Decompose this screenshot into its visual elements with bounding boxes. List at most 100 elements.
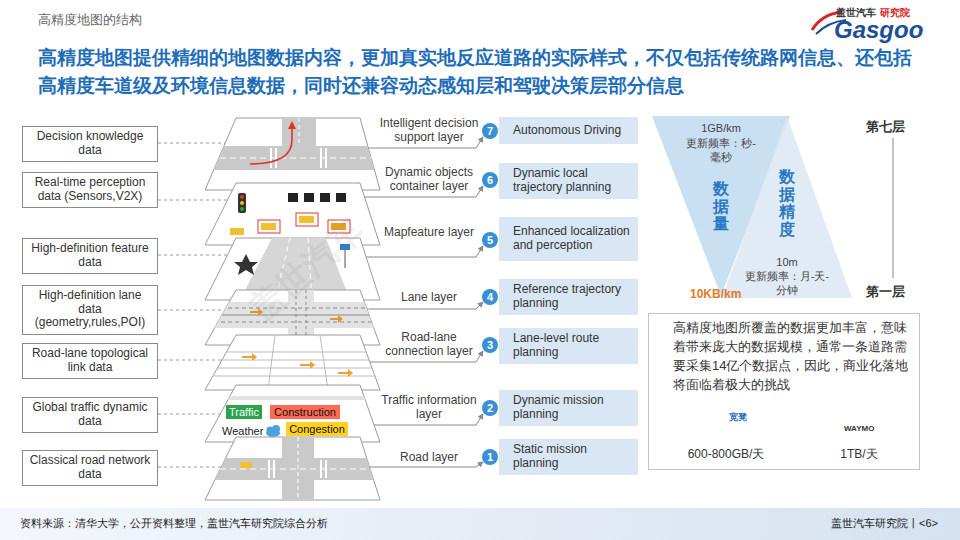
layer-plane-1-part-part xyxy=(298,437,299,500)
leader-lines xyxy=(158,143,227,467)
layer-plane-6-part-part xyxy=(238,193,246,213)
layer-plane-3 xyxy=(200,335,390,390)
node-text: 4 xyxy=(487,292,493,303)
layer-plane-6-part-part xyxy=(320,193,330,202)
layer-name: Mapfeature layer xyxy=(376,226,482,240)
layer-arrows-part xyxy=(366,246,483,257)
node-text: Road-lane topological link data xyxy=(28,347,152,375)
data-box: Decision knowledge data xyxy=(22,126,158,162)
slide-title: 高精度地图的结构 xyxy=(38,11,142,29)
layer-plane-7-part xyxy=(200,118,390,170)
layer-plane-2-part xyxy=(200,398,390,399)
layer-plane-1-part-part xyxy=(273,460,275,478)
layer-plane-7-part-part xyxy=(200,146,390,170)
callout-number: 1 xyxy=(482,449,498,465)
layer-plane-3-part xyxy=(200,335,390,390)
layer-plane-3-part-part xyxy=(300,361,315,369)
triangle-fill xyxy=(722,116,852,298)
layer-plane-1-part-part xyxy=(200,469,390,470)
layer-plane-3-part-part xyxy=(242,353,257,361)
layer-plane-6-part-part xyxy=(304,193,314,202)
node-text: High-definition lane data (geometry,rule… xyxy=(28,289,152,330)
leader-lines-part xyxy=(158,414,220,415)
layer-plane-6-part-part xyxy=(240,201,244,205)
node-text: 600-800GB/天 xyxy=(671,447,781,461)
node-text: 1TB/天 xyxy=(829,447,889,461)
node-text: Dynamic mission planning xyxy=(513,394,632,422)
node-text: 1GB/km xyxy=(671,122,771,135)
data-box: High-definition lane data (geometry,rule… xyxy=(22,285,158,335)
layer-plane-6-part-part xyxy=(288,193,298,202)
node-text: Dynamic local trajectory planning xyxy=(513,167,632,195)
layer-plane-7-part-part xyxy=(299,118,300,146)
layer-plane-6-part-part xyxy=(240,195,244,199)
leader-lines-part xyxy=(158,143,225,144)
layer-plane-1-part xyxy=(200,437,390,500)
function-band: Enhanced localization and perception xyxy=(499,217,638,261)
data-box: Global traffic dynamic data xyxy=(22,397,158,433)
callout-number: 2 xyxy=(482,400,498,416)
layer-plane-4-part-part xyxy=(200,322,390,323)
node-text: 6 xyxy=(487,175,493,186)
layer-plane-6-part-part xyxy=(299,216,314,223)
layer-plane-7-part-part xyxy=(320,148,322,168)
node-text: 7 xyxy=(487,126,493,137)
leader-lines-part xyxy=(158,255,227,256)
construction-tag: Construction xyxy=(270,405,340,419)
layer-plane-6-part-part xyxy=(261,223,276,230)
node-text: 高精度地图所覆盖的数据更加丰富，意味着带来庞大的数据规模，通常一条道路需要采集1… xyxy=(673,319,913,394)
data-box: High-definition feature data xyxy=(22,238,158,274)
node-text: 更新频率：秒-毫秒 xyxy=(683,137,759,164)
callout-number: 7 xyxy=(482,123,498,139)
layer-plane-7-part-part xyxy=(282,118,316,148)
node-text: 10m xyxy=(747,256,827,269)
callout-number: 3 xyxy=(482,337,498,353)
node-text: Lane-level route planning xyxy=(513,332,632,360)
function-band: Reference trajectory planning xyxy=(499,279,638,315)
leader-lines-part xyxy=(158,360,221,361)
logo-wordmark: Gasgoo xyxy=(834,16,923,44)
layer-plane-3-part xyxy=(205,335,380,390)
layer-plane-3-part-part xyxy=(200,360,390,361)
leader-lines-part xyxy=(158,467,221,468)
node-text: Decision knowledge data xyxy=(28,130,152,158)
layer-plane-2-part xyxy=(205,385,380,442)
callout-number: 5 xyxy=(482,232,498,248)
function-band: Dynamic mission planning xyxy=(499,390,638,426)
layer-plane-1-part-part xyxy=(325,460,327,478)
layer-name: Intelligent decision support layer xyxy=(376,117,482,145)
node-text: Congestion xyxy=(289,424,345,435)
node-text: Construction xyxy=(274,407,336,418)
traffic-tag: Traffic xyxy=(226,405,262,419)
cloud-icon-part xyxy=(272,425,280,433)
weather-text: Weather xyxy=(222,425,263,437)
logo-text: WAYMO xyxy=(844,424,874,433)
data-box: Real-time perception data (Sensors,V2X) xyxy=(22,172,158,208)
layer-plane-3-part-part xyxy=(200,352,390,353)
callout-number: 4 xyxy=(482,289,498,305)
node-text: Static mission planning xyxy=(513,443,632,471)
layer-plane-1 xyxy=(200,437,390,500)
layer-scale-text: 第一层 xyxy=(866,283,905,301)
layer-plane-7-part-part xyxy=(325,148,327,168)
node-text: 2 xyxy=(487,403,493,414)
note-box: 高精度地图所覆盖的数据更加丰富，意味着带来庞大的数据规模，通常一条道路需要采集1… xyxy=(648,313,920,470)
layer-plane-7-part-part xyxy=(275,148,277,168)
function-band: Static mission planning xyxy=(499,439,638,475)
layer-plane-6-part-part xyxy=(258,220,280,233)
function-band: Lane-level route planning xyxy=(499,328,638,364)
logo-text: 宽凳 xyxy=(729,411,747,424)
node-text: Reference trajectory planning xyxy=(513,283,632,311)
page-number: 盖世汽车研究院丨<6> xyxy=(831,516,938,531)
layer-plane-3-part-part xyxy=(200,376,390,377)
function-band: Autonomous Driving xyxy=(499,117,638,144)
layer-name: Traffic information layer xyxy=(376,394,482,422)
node-text: Classical road network data xyxy=(28,454,152,482)
node-text: Global traffic dynamic data xyxy=(28,401,152,429)
layer-plane-1-part-part xyxy=(320,460,322,478)
layer-plane-6-part-part xyxy=(240,207,244,211)
node-text: Enhanced localization and perception xyxy=(513,225,632,253)
layer-plane-7-part-part xyxy=(200,158,390,159)
footer-band xyxy=(0,508,960,540)
layer-plane-7 xyxy=(200,118,390,190)
